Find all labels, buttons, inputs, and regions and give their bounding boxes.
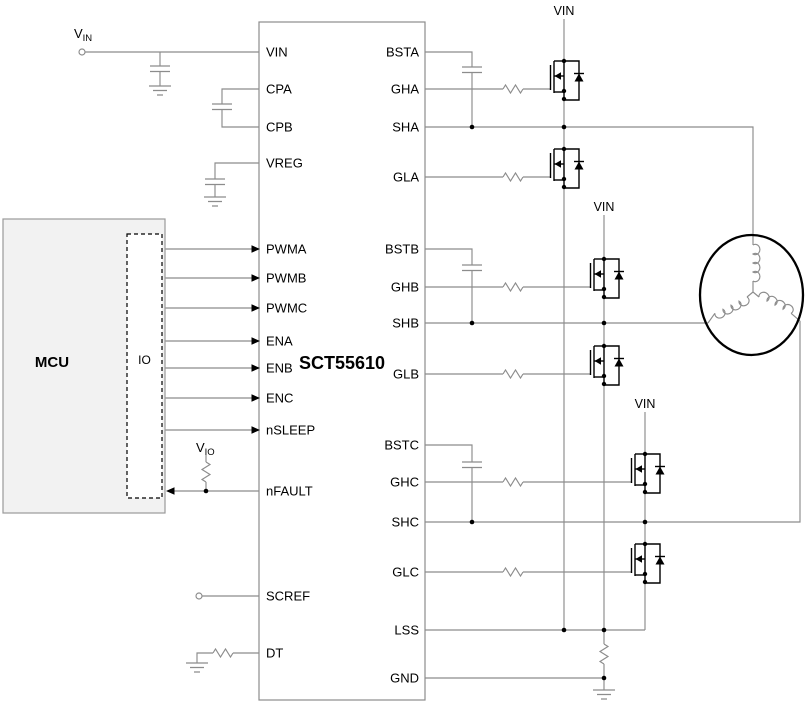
mcu-block: MCU IO [2,218,166,514]
vin-bypass-capacitor [150,52,170,86]
motor [698,233,805,357]
ic-pin-label: GND [390,671,419,686]
ic-pin-label: SCREF [266,589,310,604]
ic-pin-label: GHA [391,82,420,97]
ic-pin-label: nSLEEP [266,423,315,438]
ic-pin-label: GHC [390,475,419,490]
ic-pin-label: GLB [393,367,419,382]
bsta-capacitor [425,51,482,127]
ic-pin-label: PWMC [266,301,307,316]
bstc-capacitor [425,444,482,522]
vio-label: VIO [196,440,215,458]
vin-input-label: VIN [74,26,92,44]
mcu-label: MCU [35,354,69,371]
mcu-io-block [126,233,163,499]
ic-pin-label: VIN [266,45,288,60]
ic-body [258,21,426,701]
ic-pin-label: SHC [392,515,419,530]
ic-pin-label: ENA [266,334,293,349]
dt-network-leads [196,652,259,663]
ic-part-number: SCT55610 [299,353,385,373]
ic-pin-label: GLC [392,565,419,580]
ic-pin-label: nFAULT [266,484,313,499]
ic-pin-label: SHA [392,120,419,135]
vin-rail-label-c: VIN [635,397,656,411]
scref-terminal [195,592,203,600]
ic-pin-label: BSTA [386,45,419,60]
charge-pump-capacitor [212,88,259,128]
ic-pin-label: ENB [266,361,293,376]
vin-rail-label-a: VIN [554,4,575,18]
junction-dots [203,124,648,681]
vin-rail-label-b: VIN [594,200,615,214]
vin-terminal [78,48,86,56]
ic-pin-label: GHB [391,280,419,295]
wire-shc [425,321,801,523]
ic-pin-label: BSTB [385,242,419,257]
ic-pin-label: DT [266,646,283,661]
motor-star-node [746,281,760,298]
ic-pin-label: PWMB [266,271,306,286]
ic-pin-label: CPB [266,120,293,135]
ic-pin-label: GLA [393,170,419,185]
mcu-io-label: IO [138,353,151,367]
wire-sha [425,126,754,245]
vreg-capacitor [205,162,259,197]
bstb-capacitor [425,248,482,323]
ic-pin-label: PWMA [266,242,307,257]
motor-winding-b-lead [707,312,716,324]
ic-block: SCT55610 VIN CPA CPB VREG PWMA PWMB PWMC… [258,21,426,701]
ic-pin-label: SHB [392,316,419,331]
ic-pin-label: ENC [266,391,293,406]
ic-pin-label: VREG [266,156,303,171]
ic-pin-label: LSS [394,623,419,638]
ic-pin-label: BSTC [384,438,419,453]
ic-pin-label: CPA [266,82,292,97]
